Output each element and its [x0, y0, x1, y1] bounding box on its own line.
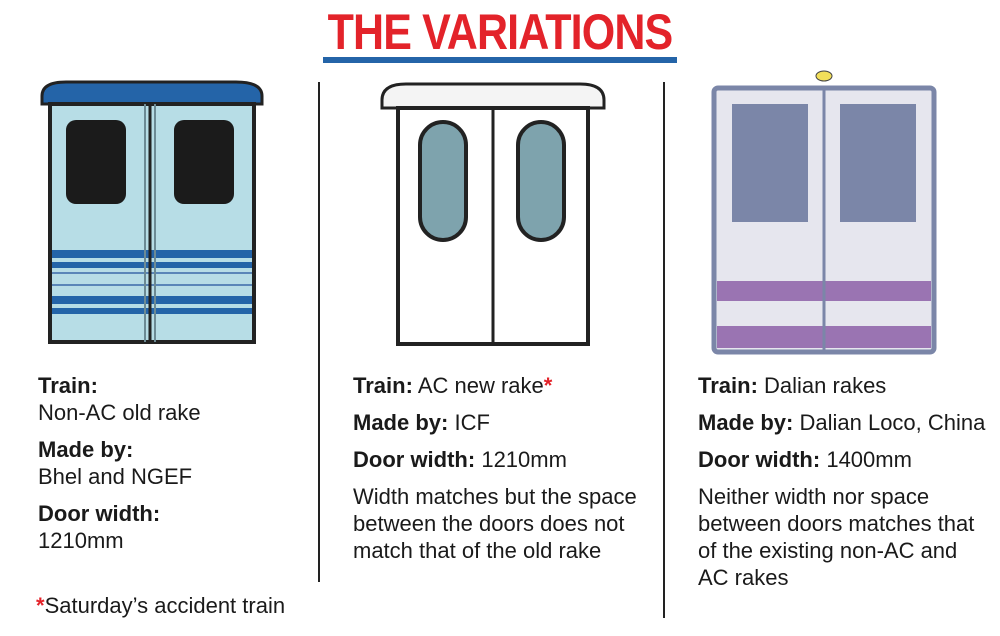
- footnote: *Saturday’s accident train: [36, 592, 285, 619]
- door-width-value: 1210mm: [38, 528, 124, 553]
- door-width-value: 1400mm: [826, 447, 912, 472]
- door-window-left: [66, 120, 126, 204]
- column-divider-right: [663, 82, 665, 618]
- train-row: Train: Non-AC old rake: [38, 372, 308, 426]
- door-illustration-dalian: [711, 70, 937, 355]
- door-stripes: [52, 250, 252, 314]
- info-ac-new-rake: Train: AC new rake* Made by: ICF Door wi…: [353, 372, 648, 574]
- train-value: Non-AC old rake: [38, 400, 201, 425]
- footnote-text: Saturday’s accident train: [44, 593, 286, 618]
- door-width-row: Door width: 1210mm: [38, 500, 308, 554]
- door-window-left: [418, 120, 468, 242]
- title-underline: [323, 57, 677, 63]
- train-label: Train:: [353, 373, 413, 398]
- door-roof: [40, 80, 264, 106]
- door-width-label: Door width:: [353, 447, 476, 472]
- door-indicator-light: [815, 70, 833, 82]
- footnote-marker: *: [36, 593, 45, 618]
- made-by-row: Made by: ICF: [353, 409, 648, 436]
- door-note: Width matches but the space between the …: [353, 484, 637, 563]
- door-window-left: [732, 104, 808, 222]
- accident-marker: *: [543, 373, 553, 398]
- door-window-right: [840, 104, 916, 222]
- info-non-ac-old-rake: Train: Non-AC old rake Made by: Bhel and…: [38, 372, 308, 564]
- train-value: Dalian rakes: [764, 373, 887, 398]
- train-value: AC new rake: [417, 373, 544, 398]
- door-width-row: Door width: 1210mm: [353, 446, 648, 473]
- made-by-label: Made by:: [353, 410, 449, 435]
- page-title: THE VARIATIONS: [327, 4, 674, 60]
- made-by-value: Bhel and NGEF: [38, 464, 193, 489]
- door-illustration-ac: [380, 82, 606, 346]
- door-roof: [380, 82, 606, 110]
- door-width-row: Door width: 1400mm: [698, 446, 988, 473]
- made-by-row: Made by: Dalian Loco, China: [698, 409, 988, 436]
- door-width-label: Door width:: [38, 501, 161, 526]
- column-divider-left: [318, 82, 320, 582]
- made-by-row: Made by: Bhel and NGEF: [38, 436, 308, 490]
- train-label: Train:: [38, 373, 98, 398]
- door-width-value: 1210mm: [481, 447, 567, 472]
- train-row: Train: AC new rake*: [353, 372, 648, 399]
- door-illustration-non-ac: [40, 80, 264, 344]
- info-dalian-rakes: Train: Dalian rakes Made by: Dalian Loco…: [698, 372, 988, 601]
- door-width-label: Door width:: [698, 447, 821, 472]
- door-window-right: [174, 120, 234, 204]
- made-by-label: Made by:: [38, 437, 134, 462]
- made-by-label: Made by:: [698, 410, 794, 435]
- door-window-right: [516, 120, 566, 242]
- made-by-value: ICF: [454, 410, 490, 435]
- door-note: Neither width nor space between doors ma…: [698, 484, 975, 590]
- made-by-value: Dalian Loco, China: [799, 410, 986, 435]
- train-row: Train: Dalian rakes: [698, 372, 988, 399]
- train-label: Train:: [698, 373, 758, 398]
